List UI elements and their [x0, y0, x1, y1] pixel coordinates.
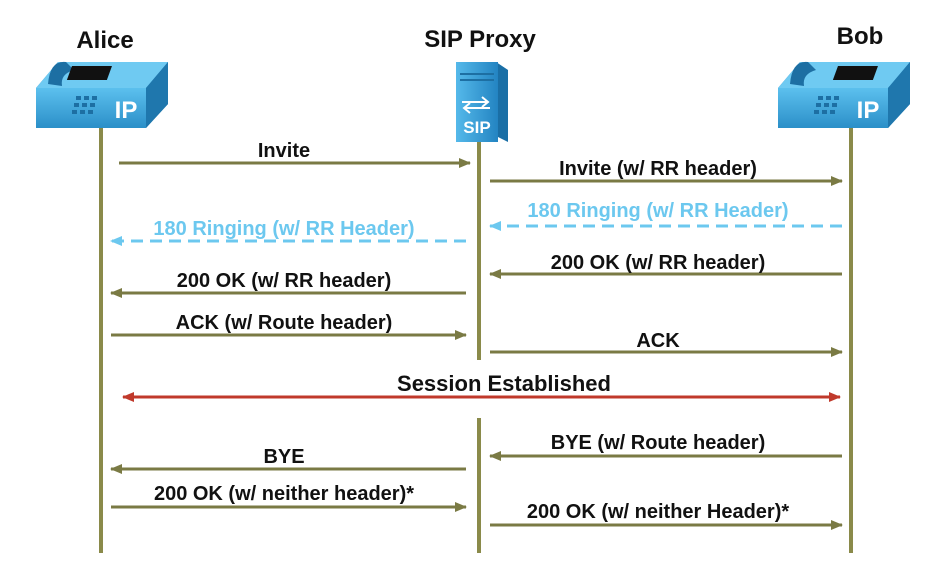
- bob-label: Bob: [837, 23, 884, 50]
- session-established: Session Established: [122, 371, 841, 402]
- message-label: 180 Ringing (w/ RR Header): [153, 218, 414, 240]
- message-ack-proxy-to-bob: ACK: [490, 330, 843, 357]
- message-ok-bye-proxy-to-bob: 200 OK (w/ neither Header)*: [490, 501, 843, 530]
- message-invite-proxy-to-bob: Invite (w/ RR header): [490, 158, 843, 186]
- message-ack-alice-to-proxy: ACK (w/ Route header): [111, 312, 467, 340]
- session-label: Session Established: [397, 371, 611, 396]
- message-label: BYE: [263, 446, 304, 468]
- alice-phone-ip-text: IP: [115, 97, 138, 124]
- message-label: Invite (w/ RR header): [559, 158, 757, 180]
- message-label: 200 OK (w/ RR header): [177, 270, 392, 292]
- message-label: BYE (w/ Route header): [551, 432, 765, 454]
- message-invite-alice-to-proxy: Invite: [119, 140, 471, 168]
- message-label: 200 OK (w/ neither Header)*: [527, 501, 790, 523]
- bob-phone-ip-text: IP: [857, 97, 880, 124]
- message-ok-bye-alice-to-proxy: 200 OK (w/ neither header)*: [111, 483, 467, 512]
- alice-ip-phone-icon: IP: [36, 61, 168, 128]
- proxy-label: SIP Proxy: [424, 26, 536, 53]
- message-bye-proxy-to-alice: BYE: [110, 446, 466, 474]
- server-sip-text: SIP: [463, 118, 490, 137]
- message-label: ACK: [636, 330, 680, 352]
- message-label: Invite: [258, 140, 310, 162]
- message-label: 180 Ringing (w/ RR Header): [527, 200, 788, 222]
- sip-proxy-server-icon: SIP: [456, 62, 508, 142]
- alice-label: Alice: [76, 27, 133, 54]
- message-bye-bob-to-proxy: BYE (w/ Route header): [489, 432, 842, 461]
- message-ringing-proxy-to-alice: 180 Ringing (w/ RR Header): [110, 218, 466, 246]
- message-ok-proxy-to-alice: 200 OK (w/ RR header): [110, 270, 466, 298]
- message-label: 200 OK (w/ RR header): [551, 252, 766, 274]
- bob-ip-phone-icon: IP: [778, 61, 910, 128]
- message-label: ACK (w/ Route header): [176, 312, 393, 334]
- message-label: 200 OK (w/ neither header)*: [154, 483, 414, 505]
- message-ringing-bob-to-proxy: 180 Ringing (w/ RR Header): [489, 200, 842, 231]
- message-ok-bob-to-proxy: 200 OK (w/ RR header): [489, 252, 842, 279]
